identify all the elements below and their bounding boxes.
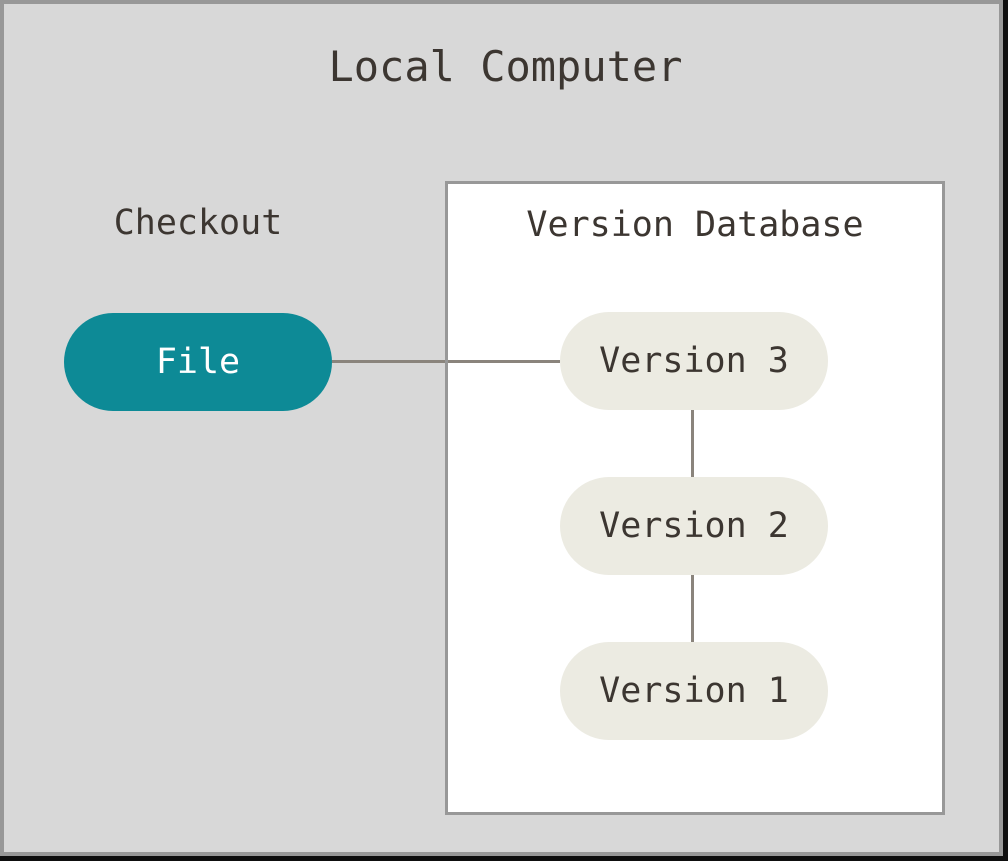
connector-file-to-v3-inner — [448, 360, 560, 363]
checkout-label: Checkout — [113, 203, 283, 243]
file-node-label: File — [155, 342, 241, 382]
connector-v2-to-v1 — [691, 575, 694, 642]
version-node-3: Version 3 — [560, 312, 828, 410]
connector-file-to-v3 — [332, 360, 445, 363]
version-node-1: Version 1 — [560, 642, 828, 740]
version-node-2-label: Version 2 — [599, 506, 789, 546]
version-database-box: Version Database Version 3 Version 2 Ver… — [445, 181, 945, 815]
diagram-title: Local Computer — [328, 42, 683, 91]
version-database-title: Version Database — [526, 205, 864, 245]
version-node-2: Version 2 — [560, 477, 828, 575]
version-node-1-label: Version 1 — [599, 671, 789, 711]
connector-v3-to-v2 — [691, 410, 694, 477]
version-node-3-label: Version 3 — [599, 341, 789, 381]
file-node: File — [64, 313, 332, 411]
